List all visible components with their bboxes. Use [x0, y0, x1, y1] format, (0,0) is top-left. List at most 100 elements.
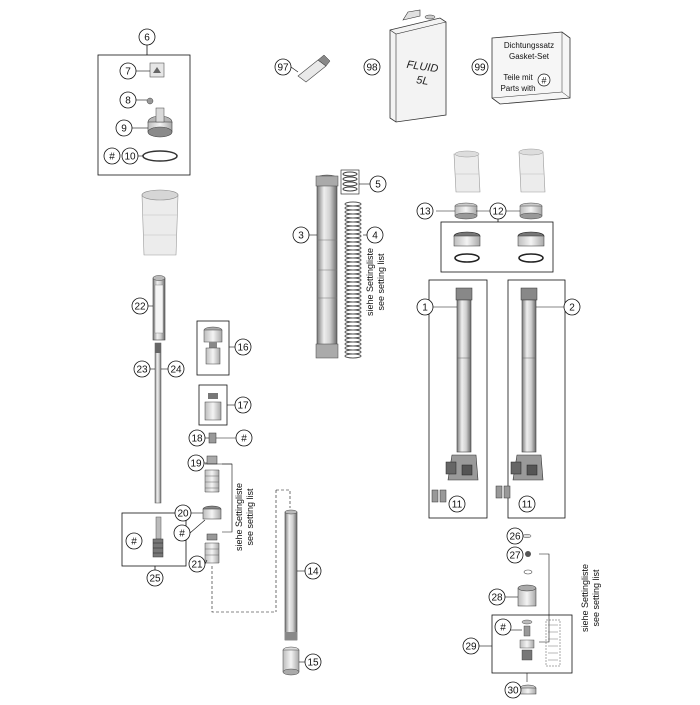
callout-30: 30 [504, 681, 522, 699]
callout-15: 15 [304, 653, 322, 671]
part-1-outer-tube-left [445, 287, 479, 481]
svg-text:22: 22 [134, 302, 146, 313]
svg-text:26: 26 [509, 532, 521, 543]
svg-text:see setting list: see setting list [591, 569, 601, 627]
svg-text:97: 97 [277, 63, 289, 74]
callout-23: 23 [133, 360, 151, 378]
svg-text:27: 27 [509, 551, 521, 562]
callout-2: 2 [563, 298, 581, 316]
group-29-frame [491, 614, 573, 674]
gasket-box-hash: # [541, 76, 546, 86]
callout-20: 20 [174, 504, 192, 522]
svg-text:#: # [179, 529, 185, 540]
callout-3: 3 [292, 226, 310, 244]
part-99-gasket-box: Dichtungssatz Gasket-Set Teile mit Parts… [491, 31, 571, 105]
svg-text:siehe Settingliste: siehe Settingliste [234, 483, 244, 551]
setting-note-springs: siehe Settingliste see setting list [365, 248, 386, 316]
part-19-spring-stack [204, 455, 220, 493]
part-16-piston [203, 326, 223, 365]
callout-8: 8 [119, 91, 137, 109]
callout-13: 13 [416, 202, 434, 220]
svg-text:10: 10 [124, 152, 136, 163]
part-11-bolts-left [431, 489, 447, 503]
group-2-frame [507, 279, 566, 519]
svg-text:7: 7 [125, 67, 131, 78]
callout-5: 5 [369, 175, 387, 193]
svg-text:#: # [500, 623, 506, 634]
svg-text:9: 9 [121, 124, 127, 135]
callout-16: 16 [234, 338, 252, 356]
svg-text:2: 2 [569, 303, 575, 314]
svg-text:98: 98 [366, 63, 378, 74]
svg-text:see setting list: see setting list [376, 253, 386, 311]
callout-11-right: 11 [518, 495, 536, 513]
callout-7: 7 [119, 62, 137, 80]
svg-text:#: # [131, 537, 137, 548]
svg-text:18: 18 [191, 434, 203, 445]
group-1-frame [428, 279, 488, 519]
part-22-rod-top [152, 275, 166, 341]
svg-text:8: 8 [125, 96, 131, 107]
callout-12: 12 [489, 202, 507, 220]
callout-hash-18: # [235, 429, 253, 447]
svg-text:30: 30 [507, 686, 519, 697]
callout-22: 22 [131, 297, 149, 315]
part-18-screw [208, 432, 217, 444]
bracket-26-29 [539, 553, 550, 643]
svg-text:11: 11 [452, 500, 463, 511]
callout-11-left: 11 [448, 495, 466, 513]
callout-hash-29: # [494, 618, 512, 636]
part-3-tube [315, 174, 339, 359]
part-4-spring [344, 201, 362, 359]
fluid-can-label-2: 5L [416, 74, 430, 88]
svg-text:15: 15 [307, 658, 319, 669]
part-7-screw [149, 62, 165, 78]
callout-26: 26 [506, 527, 524, 545]
callout-98: 98 [363, 58, 381, 76]
svg-text:20: 20 [177, 509, 189, 520]
svg-text:11: 11 [522, 500, 533, 511]
callout-10: 10 [121, 147, 139, 165]
group-13-seals [454, 202, 543, 220]
svg-text:5: 5 [375, 180, 381, 191]
svg-text:4: 4 [372, 231, 378, 242]
svg-text:23: 23 [136, 365, 148, 376]
svg-text:12: 12 [492, 207, 504, 218]
part-98-fluid-can: FLUID 5L [389, 9, 447, 123]
callout-19: 19 [187, 454, 205, 472]
setting-note-bottom: siehe Settingliste see setting list [580, 564, 601, 632]
callout-29: 29 [462, 637, 480, 655]
part-20-piston [202, 505, 222, 520]
svg-text:99: 99 [474, 63, 486, 74]
part-17-valve [204, 393, 222, 421]
callout-25: 25 [146, 569, 164, 587]
svg-text:siehe Settingliste: siehe Settingliste [580, 564, 590, 632]
svg-text:see setting list: see setting list [245, 488, 255, 546]
svg-text:14: 14 [307, 567, 319, 578]
svg-text:29: 29 [465, 642, 477, 653]
callout-18: 18 [188, 429, 206, 447]
gasket-box-line-4: Parts with [500, 84, 535, 93]
part-8-oring [146, 97, 154, 105]
part-12-bushings [453, 231, 545, 263]
part-21-valve-stack [204, 533, 220, 564]
part-28-valve [517, 584, 537, 607]
part-23-damper-rod [154, 342, 162, 504]
gasket-box-line-2: Gasket-Set [509, 52, 550, 61]
callout-hash-25: # [125, 532, 143, 550]
svg-text:24: 24 [170, 365, 182, 376]
svg-text:17: 17 [237, 401, 249, 412]
setting-note-valves: siehe Settingliste see setting list [234, 483, 255, 551]
svg-text:3: 3 [298, 231, 304, 242]
part-11-bolts-right [495, 485, 511, 499]
part-30-cap [519, 684, 537, 695]
part-97-grease-tube [297, 54, 331, 83]
group-16-frame [196, 320, 230, 376]
part-27-nut [523, 551, 533, 575]
part-9-cap-assembly [147, 107, 173, 138]
svg-text:1: 1 [422, 303, 428, 314]
part-2-outer-tube-right [510, 287, 544, 481]
svg-text:16: 16 [237, 343, 249, 354]
gasket-box-line-3: Teile mit [503, 73, 533, 82]
